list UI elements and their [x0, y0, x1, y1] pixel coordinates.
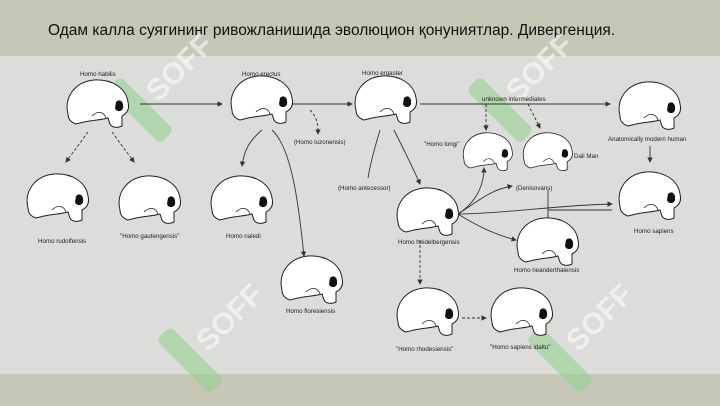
label-amh: Anatomically modern human — [608, 136, 687, 143]
arrow-ergaster-heidelbergensis — [393, 129, 421, 185]
label-denisovans: (Denisovans) — [516, 185, 552, 192]
skull-dali — [522, 132, 573, 172]
label-floresiensis: Homo floresiensis — [286, 308, 335, 315]
skull-amh — [618, 81, 682, 130]
skull-rhodesiensis — [396, 287, 460, 336]
arrow-habilis-rudolfensis — [65, 131, 89, 163]
skull-heidelbergensis — [396, 187, 460, 236]
labels: Homo habilis Homo erectus Homo ergaster … — [38, 70, 687, 353]
arrow-erectus-naledi — [239, 129, 263, 167]
title-band — [0, 0, 720, 56]
label-neanderthalensis: Homo neanderthalensis — [514, 267, 579, 274]
line-ergaster-antecessor — [367, 129, 381, 179]
watermark-text: SOFF — [190, 278, 270, 358]
label-idaltu: "Homo sapiens idaltu" — [490, 344, 550, 351]
arrow-heid-sapiens — [457, 201, 613, 215]
label-sapiens: Homo sapiens — [634, 228, 674, 235]
label-dali: Dali Man — [574, 153, 599, 160]
skull-neanderthal — [516, 217, 580, 266]
label-gautengensis: "Homo gautengensis" — [120, 233, 179, 240]
skull-naledi — [210, 175, 274, 224]
slide-title: Одам калла суягининг ривожланишида эволю… — [48, 22, 616, 39]
arrow-unknown-dali — [527, 103, 541, 129]
arrow-heid-neanderthal — [457, 213, 517, 242]
skull-erectus — [230, 75, 294, 124]
arrow-erectus-floresiensis — [271, 129, 307, 257]
label-unknown: unknown intermediates — [482, 96, 546, 103]
skull-idaltu — [490, 287, 554, 336]
skull-rudolfensis — [26, 173, 90, 222]
skull-habilis — [66, 79, 130, 128]
connectors — [65, 101, 653, 321]
skull-floresiensis — [280, 255, 344, 304]
label-erectus: Homo erectus — [242, 71, 281, 78]
label-habilis: Homo habilis — [80, 71, 116, 78]
label-rhodesiensis: "Homo rhodesiensis" — [396, 346, 453, 353]
arrow-heid-denisovans — [457, 184, 513, 215]
label-luzonensis: (Homo luzonensis) — [294, 139, 346, 146]
bottom-band — [0, 374, 720, 406]
arrow-erectus-luzonensis — [309, 109, 321, 135]
label-rudolfensis: Homo rudolfensis — [38, 238, 86, 245]
label-ergaster: Homo ergaster — [362, 70, 403, 77]
watermark-text: SOFF — [140, 28, 220, 108]
watermark-text: SOFF — [560, 278, 640, 358]
arrow-heid-longi — [457, 167, 487, 215]
skull-ergaster — [354, 75, 418, 124]
label-antecessor: (Homo antecessor) — [338, 185, 391, 192]
skull-sapiens — [618, 171, 682, 220]
label-naledi: Homo naledi — [226, 233, 261, 240]
skull-gautengensis — [118, 175, 182, 224]
label-longi: "Homo longi" — [424, 141, 460, 148]
arrow-habilis-gautengensis — [111, 131, 135, 163]
skull-longi — [462, 132, 513, 172]
label-heidelbergensis: Homo heidelbergensis — [398, 239, 460, 246]
